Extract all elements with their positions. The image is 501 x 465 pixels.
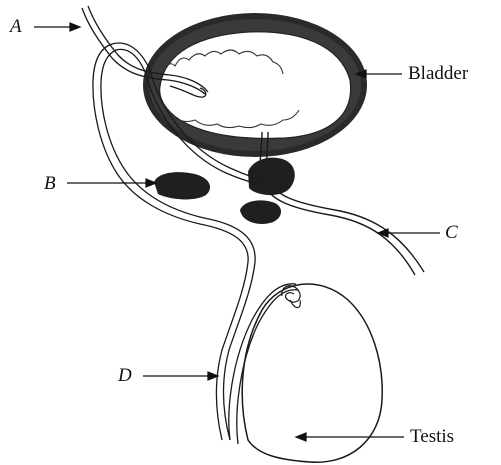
- bladder-shape: [143, 13, 367, 157]
- label-a: A: [10, 17, 22, 36]
- seminal-vesicle-b: [154, 172, 210, 199]
- label-c: C: [445, 223, 458, 242]
- label-bladder: Bladder: [408, 64, 468, 83]
- label-testis: Testis: [410, 427, 454, 446]
- label-d: D: [118, 366, 132, 385]
- prostate-gland: [240, 158, 295, 224]
- label-b: B: [44, 174, 56, 193]
